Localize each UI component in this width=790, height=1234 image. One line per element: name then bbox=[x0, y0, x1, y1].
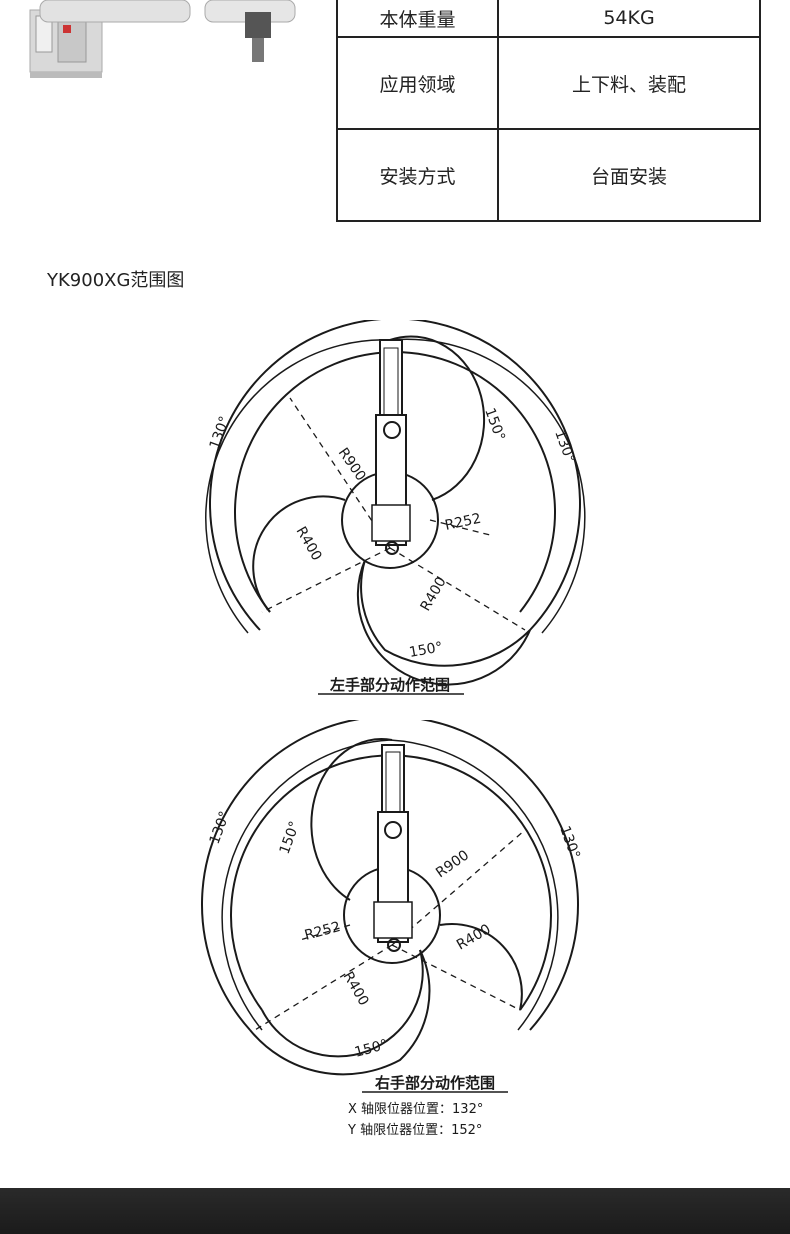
outer-range-arc bbox=[209, 320, 581, 631]
spec-label: 本体重量 bbox=[336, 0, 499, 38]
bottom-lobe bbox=[261, 949, 424, 1058]
spec-value: 54KG bbox=[497, 0, 761, 38]
table-row: 本体重量 54KG bbox=[336, 0, 761, 38]
right-lobe bbox=[439, 923, 523, 1011]
radius-label: R400 bbox=[293, 524, 325, 564]
limit-note: Y 轴限位器位置：152° bbox=[347, 1123, 482, 1138]
right-hand-range-diagram: 130° 130° 150° 150° R900 R252 R400 R400 … bbox=[0, 720, 790, 1180]
angle-label: 150° bbox=[408, 639, 444, 661]
top-lobe bbox=[389, 335, 486, 501]
spec-label: 应用领域 bbox=[336, 36, 499, 130]
spec-value: 上下料、装配 bbox=[497, 36, 761, 130]
angle-label: 130° bbox=[207, 414, 234, 451]
angle-label: 130° bbox=[551, 428, 578, 465]
spec-value: 台面安装 bbox=[497, 128, 761, 222]
table-row: 安装方式 台面安装 bbox=[336, 128, 761, 222]
radius-label: R252 bbox=[444, 511, 483, 534]
radius-label: R400 bbox=[340, 969, 372, 1009]
diagram-caption: 右手部分动作范围 bbox=[375, 1074, 495, 1092]
footer-band bbox=[0, 1188, 790, 1234]
radius-label: R252 bbox=[303, 919, 342, 944]
left-hand-range-diagram: 130° 130° 150° 150° R900 R252 R400 R400 … bbox=[0, 320, 790, 700]
radius-label: R400 bbox=[418, 574, 450, 614]
angle-label: 150° bbox=[277, 819, 304, 856]
radius-label: R400 bbox=[454, 921, 494, 953]
top-lobe bbox=[310, 738, 393, 901]
diagram-caption: 左手部分动作范围 bbox=[329, 676, 450, 694]
radius-label: R900 bbox=[433, 847, 472, 881]
left-lobe bbox=[252, 495, 346, 613]
table-row: 应用领域 上下料、装配 bbox=[336, 36, 761, 130]
limit-note: X 轴限位器位置：132° bbox=[348, 1102, 483, 1117]
angle-label: 130° bbox=[556, 824, 583, 861]
angle-label: 150° bbox=[353, 1037, 390, 1061]
section-title: YK900XG范围图 bbox=[47, 270, 185, 291]
angle-label: 150° bbox=[481, 406, 508, 443]
spec-table: 本体重量 54KG 应用领域 上下料、装配 安装方式 台面安装 bbox=[336, 0, 761, 222]
bottom-lobe bbox=[356, 559, 531, 686]
radius-label: R900 bbox=[335, 445, 369, 484]
robot-product-image bbox=[0, 0, 330, 120]
outer-range-arc bbox=[201, 720, 579, 1031]
angle-label: 130° bbox=[207, 809, 234, 846]
spec-label: 安装方式 bbox=[336, 128, 499, 222]
